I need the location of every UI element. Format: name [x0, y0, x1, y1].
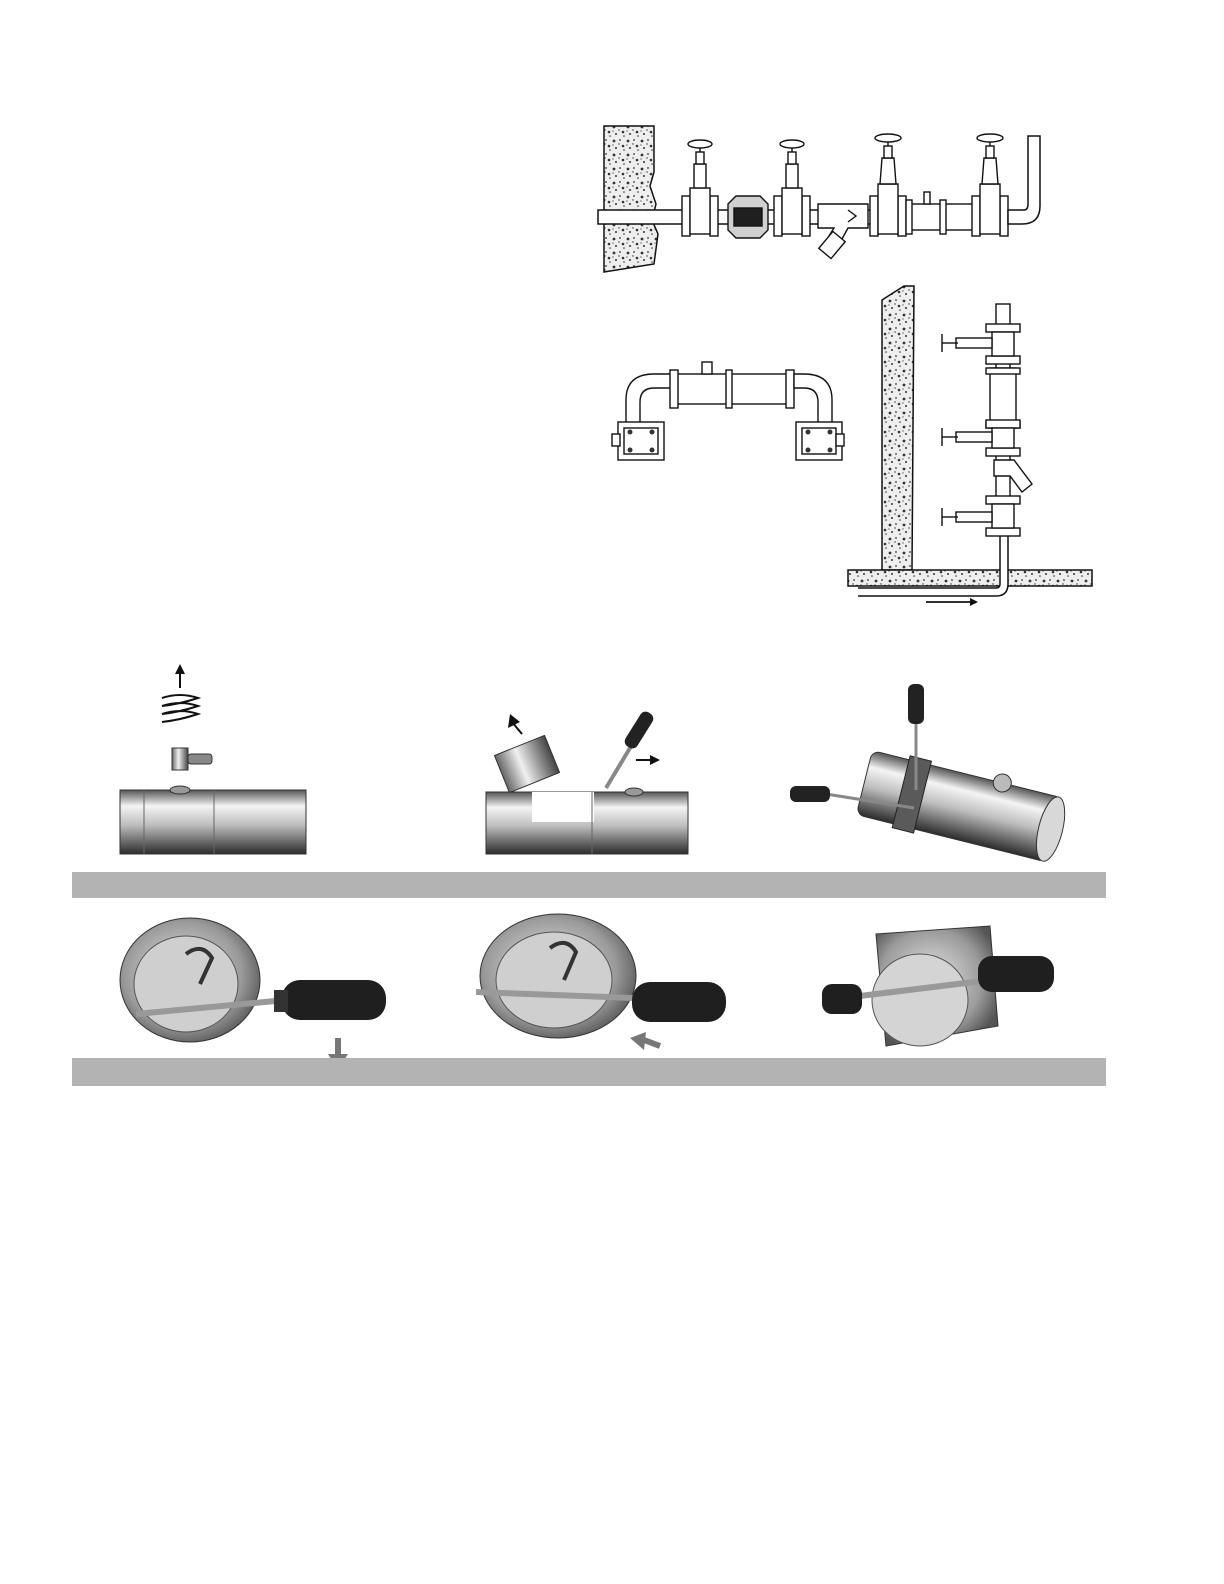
step-band-1	[72, 872, 1106, 898]
push-check-retainer-in-icon	[474, 910, 730, 1062]
rotate-check-retainer-out-icon	[116, 914, 390, 1074]
step-5-retainer-push	[474, 910, 730, 1062]
horizontal-installation-diagram	[598, 124, 1050, 279]
horizontal-valve-assembly-icon	[598, 124, 1050, 279]
check-assembly-removed-icon	[820, 920, 1056, 1054]
step-1-spring-removal	[118, 660, 308, 860]
n-pattern-installation-diagram	[610, 360, 846, 470]
lift-cover-with-screwdriver-icon	[484, 708, 690, 858]
remove-spring-and-test-cock-icon	[118, 660, 308, 860]
vertical-valve-assembly-icon	[846, 284, 1096, 614]
step-2-cover-removal	[484, 708, 690, 858]
step-3-check-pry	[786, 682, 1076, 864]
n-pattern-valve-assembly-icon	[610, 360, 846, 470]
pry-check-assembly-with-screwdrivers-icon	[786, 682, 1076, 864]
step-band-2	[72, 1058, 1106, 1086]
vertical-installation-diagram	[846, 284, 1096, 614]
step-6-check-removed	[820, 920, 1056, 1054]
step-4-retainer-rotate	[116, 914, 390, 1074]
